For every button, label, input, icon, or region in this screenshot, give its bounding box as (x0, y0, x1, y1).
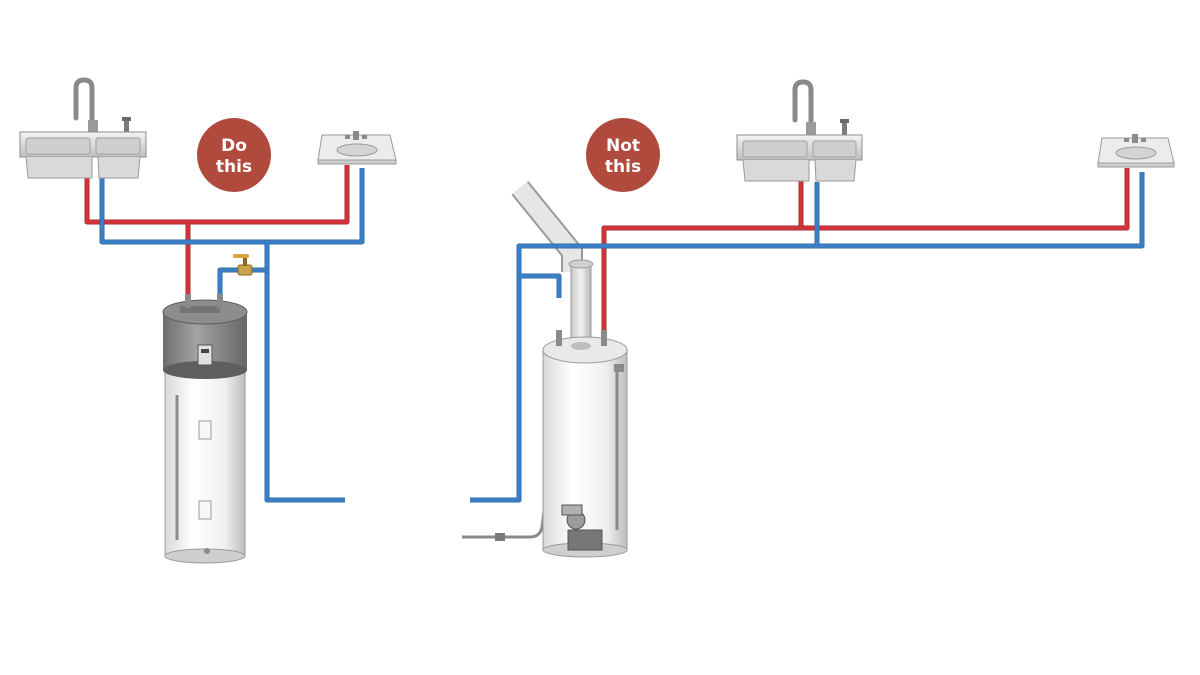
bad-cold-pipes (470, 172, 1145, 503)
good-cold-pipes (99, 168, 365, 503)
vanity-sink-icon (317, 131, 397, 165)
double-basin-sink-icon (736, 79, 863, 182)
not-this-label-line1: Not (606, 136, 640, 156)
flue-pipe-icon (511, 181, 594, 345)
heat-pump-water-heater-icon (162, 294, 248, 564)
do-this-badge: Do this (197, 118, 271, 192)
bad-hot-pipes (601, 168, 1130, 330)
double-basin-sink-icon (19, 77, 147, 179)
gas-water-heater-icon (542, 330, 628, 558)
do-this-label-line1: Do (221, 136, 247, 156)
not-this-badge: Not this (586, 118, 660, 192)
valve-icon (233, 254, 253, 276)
do-this-label-line2: this (216, 157, 252, 177)
good-hot-pipes (84, 165, 350, 296)
not-this-label-line2: this (605, 157, 641, 177)
good-layout: Do this (19, 77, 397, 564)
vanity-sink-icon (1097, 134, 1175, 168)
bad-layout: Not this (462, 79, 1175, 558)
